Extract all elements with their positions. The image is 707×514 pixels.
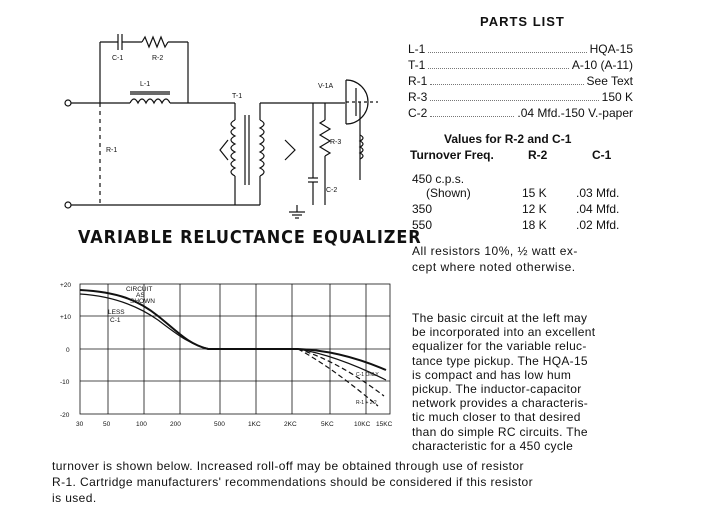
label-r2: R-2 — [152, 55, 163, 62]
part-value: HQA-15 — [589, 42, 633, 56]
bottom-line: turnover is shown below. Increased roll-… — [52, 459, 524, 473]
label-v1a: V-1A — [318, 83, 334, 90]
r2-cell: 15 K — [522, 186, 547, 200]
c1-cell: .04 Mfd. — [576, 202, 620, 216]
part-label: R-3 — [408, 90, 428, 104]
parts-list-heading: PARTS LIST — [480, 14, 565, 29]
x-tick: 500 — [214, 421, 225, 428]
x-tick: 15KC — [376, 421, 393, 428]
freq-cell: 350 — [412, 202, 433, 216]
para-line: tance type pickup. The HQA-15 — [412, 353, 588, 368]
label-r3: R-3 — [330, 139, 341, 146]
para-line: characteristic for a 450 cycle — [412, 438, 574, 453]
c1-cell: .03 Mfd. — [576, 186, 620, 200]
col-header-c1: C-1 — [592, 148, 612, 162]
bottom-line: R-1. Cartridge manufacturers' recommenda… — [52, 475, 534, 489]
parts-row: L-1 HQA-15 — [408, 42, 633, 56]
annotation-right-2: R-1 + 2.2 — [356, 400, 377, 406]
para-line: pickup. The inductor-capacitor — [412, 382, 582, 397]
freq-cell: 550 — [412, 218, 433, 232]
resistor-note: All resistors 10%, ½ watt ex- cept where… — [412, 243, 637, 275]
parts-row: R-1 See Text — [408, 74, 633, 88]
part-label: L-1 — [408, 42, 426, 56]
label-t1: T-1 — [232, 93, 242, 100]
x-tick: 5KC — [321, 421, 334, 428]
r2-cell: 12 K — [522, 202, 547, 216]
x-tick: 50 — [103, 421, 111, 428]
y-tick: 0 — [66, 347, 70, 354]
label-c2: C-2 — [326, 187, 337, 194]
diagram-title: VARIABLE RELUCTANCE EQUALIZER — [78, 228, 422, 248]
label-c1: C-1 — [112, 55, 123, 62]
response-graph: +20 +10 0 -10 -20 30 50 100 200 500 1KC … — [60, 282, 393, 428]
col-header-freq: Turnover Freq. — [410, 148, 494, 162]
para-line: be incorporated into an excellent — [412, 325, 596, 340]
x-tick: 10KC — [354, 421, 371, 428]
annotation-as: AS — [136, 292, 145, 299]
col-header-r2: R-2 — [528, 148, 548, 162]
x-tick: 200 — [170, 421, 181, 428]
note-line: cept where noted otherwise. — [412, 260, 576, 274]
values-heading: Values for R-2 and C-1 — [444, 132, 572, 146]
annotation-right: C-1 ONLY — [356, 372, 379, 378]
c1-cell: .02 Mfd. — [576, 218, 620, 232]
parts-row: T-1 A-10 (A-11) — [408, 58, 633, 72]
x-tick: 100 — [136, 421, 147, 428]
part-label: C-2 — [408, 106, 428, 120]
part-label: R-1 — [408, 74, 428, 88]
x-tick: 30 — [76, 421, 84, 428]
y-tick: -10 — [60, 379, 70, 386]
parts-row: R-3 150 K — [408, 90, 633, 104]
para-line: is compact and has low hum — [412, 367, 572, 382]
freq-cell-sub: (Shown) — [426, 186, 471, 200]
r2-cell: 18 K — [522, 218, 547, 232]
part-value: See Text — [586, 74, 633, 88]
y-tick: -20 — [60, 412, 70, 419]
para-line: equalizer for the variable reluc- — [412, 339, 587, 354]
para-line: The basic circuit at the left may — [412, 311, 588, 325]
part-value: .04 Mfd.-150 V.-paper — [517, 106, 633, 120]
annotation-less: LESS — [108, 309, 125, 316]
x-tick: 2KC — [284, 421, 297, 428]
para-line: than do simple RC circuits. The — [412, 424, 588, 439]
description-paragraph: The basic circuit at the left may be inc… — [412, 311, 640, 453]
part-label: T-1 — [408, 58, 426, 72]
freq-cell: 450 c.p.s. — [412, 172, 465, 186]
bottom-line: is used. — [52, 491, 97, 505]
para-line: network provides a characteris- — [412, 396, 589, 411]
annotation-circuit: CIRCUIT — [126, 286, 152, 293]
note-line: All resistors 10%, ½ watt ex- — [412, 244, 578, 258]
label-l1: L-1 — [140, 81, 150, 88]
label-r1: R-1 — [106, 147, 117, 154]
annotation-shown: SHOWN — [130, 298, 155, 305]
schematic: C-1 R-2 L-1 T-1 V-1A R-1 R-3 C-2 — [64, 34, 378, 219]
x-tick: 1KC — [248, 421, 261, 428]
parts-row: C-2 .04 Mfd.-150 V.-paper — [408, 106, 633, 120]
y-tick: +10 — [60, 314, 71, 321]
part-value: A-10 (A-11) — [571, 58, 633, 72]
annotation-c1: C-1 — [110, 317, 121, 324]
part-value: 150 K — [601, 90, 633, 104]
para-line: tic much closer to that desired — [412, 410, 581, 425]
y-tick: +20 — [60, 282, 71, 289]
